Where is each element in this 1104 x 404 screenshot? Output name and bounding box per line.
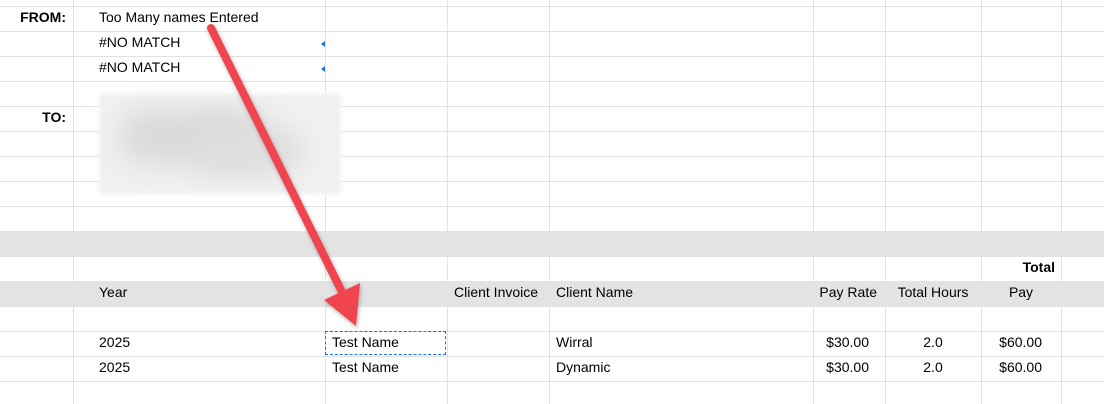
separator-band [0, 231, 1104, 256]
table-row-2-name[interactable]: Test Name [332, 359, 399, 375]
row-divider [0, 256, 1104, 257]
column-divider [981, 0, 982, 404]
header-band [0, 281, 1104, 306]
from-line-1[interactable]: Too Many names Entered [99, 9, 259, 25]
selected-cell-marquee[interactable] [325, 331, 446, 355]
row-divider [0, 31, 1104, 32]
row-divider [0, 131, 1104, 132]
row-divider [0, 156, 1104, 157]
dropdown-marker-icon[interactable] [321, 66, 325, 72]
row-divider [0, 181, 1104, 182]
header-client-invoice[interactable]: Client Invoice [454, 284, 539, 300]
table-row-1-client-name[interactable]: Wirral [556, 334, 593, 350]
row-divider [0, 206, 1104, 207]
table-row-1-pay[interactable]: $60.00 [999, 334, 1042, 350]
header-client-name[interactable]: Client Name [556, 284, 634, 300]
column-divider [1061, 0, 1062, 404]
row-divider [0, 81, 1104, 82]
from-line-3[interactable]: #NO MATCH [99, 59, 181, 75]
table-row-1-total-hours[interactable]: 2.0 [923, 334, 943, 350]
table-row-1-pay-rate[interactable]: $30.00 [826, 334, 869, 350]
from-label[interactable]: FROM: [20, 9, 66, 25]
table-row-1-name[interactable]: Test Name [332, 334, 399, 350]
dropdown-marker-icon[interactable] [321, 41, 325, 47]
row-divider [0, 56, 1104, 57]
table-row-2-year[interactable]: 2025 [99, 359, 131, 375]
table-row-1-year[interactable]: 2025 [99, 334, 131, 350]
column-divider [813, 0, 814, 404]
row-divider [0, 331, 1104, 332]
row-divider [0, 6, 1104, 7]
row-divider [0, 381, 1104, 382]
table-row-2-client-name[interactable]: Dynamic [556, 359, 611, 375]
row-divider [0, 106, 1104, 107]
header-total-hours[interactable]: Total Hours [897, 284, 969, 300]
total-label[interactable]: Total [1022, 259, 1055, 275]
header-year[interactable]: Year [99, 284, 128, 300]
from-line-2[interactable]: #NO MATCH [99, 34, 181, 50]
header-pay-rate[interactable]: Pay Rate [819, 284, 877, 300]
row-divider [0, 306, 1104, 307]
table-row-2-total-hours[interactable]: 2.0 [923, 359, 943, 375]
column-divider [885, 0, 886, 404]
table-row-2-pay-rate[interactable]: $30.00 [826, 359, 869, 375]
table-row-2-pay[interactable]: $60.00 [999, 359, 1042, 375]
redacted-address-block [99, 94, 341, 194]
column-divider [447, 0, 448, 404]
column-divider [73, 0, 74, 404]
header-pay[interactable]: Pay [1008, 284, 1034, 300]
to-label[interactable]: TO: [42, 109, 66, 125]
row-divider [0, 356, 1104, 357]
column-divider [549, 0, 550, 404]
